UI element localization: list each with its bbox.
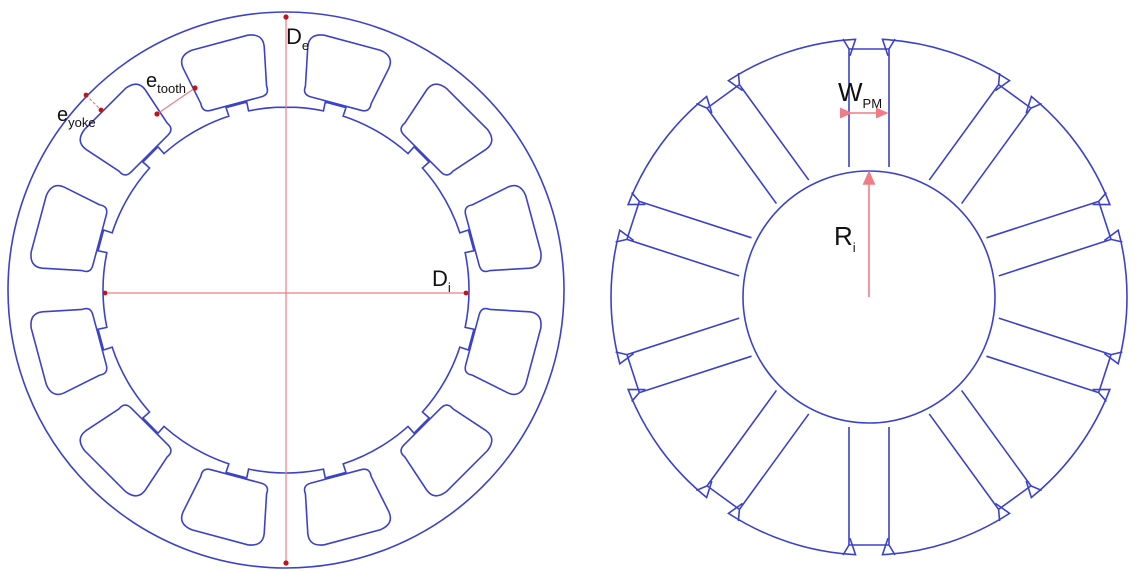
stator-slot: [180, 34, 269, 112]
rotor-outline: [610, 38, 1128, 556]
rotor-lamination: WPM Ri: [610, 38, 1128, 556]
rotor-magnet-slot: [696, 72, 810, 205]
stator-slot: [464, 184, 542, 273]
yoke-dimension-line: [85, 94, 102, 111]
stator-lamination: De Di etooth eyoke: [7, 11, 565, 569]
stator-slot: [79, 83, 172, 176]
stator-slot: [303, 34, 392, 112]
inner-diameter-label: Di: [432, 266, 451, 295]
stator-slot: [464, 307, 542, 396]
tooth-dimension-line: [156, 87, 196, 115]
rotor-magnet-slot: [928, 389, 1042, 522]
stator-slot: [180, 468, 269, 546]
tooth-thickness-label: etooth: [146, 70, 186, 96]
stator-outer-edge: [7, 11, 565, 569]
rotor-magnet-slot: [696, 389, 810, 522]
rotor-magnet-slot: [986, 192, 1123, 277]
rotor-magnet-slot: [928, 72, 1042, 205]
stator-bore-with-slot-openings: [97, 101, 475, 479]
stator-slot: [400, 404, 493, 497]
outer-diameter-label: De: [286, 24, 309, 53]
magnet-width-label: WPM: [838, 77, 882, 111]
rotor-magnets: [615, 38, 1123, 556]
yoke-thickness-label: eyoke: [57, 104, 96, 130]
inner-radius-label: Ri: [834, 221, 856, 255]
stator-slot: [79, 404, 172, 497]
stator-slot: [303, 468, 392, 546]
rotor-magnet-slot: [842, 427, 896, 556]
stator-slot: [30, 307, 108, 396]
rotor-magnet-slot: [615, 192, 752, 277]
stator-slot: [30, 184, 108, 273]
stator-slots: [30, 34, 542, 546]
rotor-magnet-slot: [615, 317, 752, 402]
stator-slot: [400, 83, 493, 176]
rotor-magnet-slot: [986, 317, 1123, 402]
dimension-endpoint-markers: [83, 14, 469, 566]
